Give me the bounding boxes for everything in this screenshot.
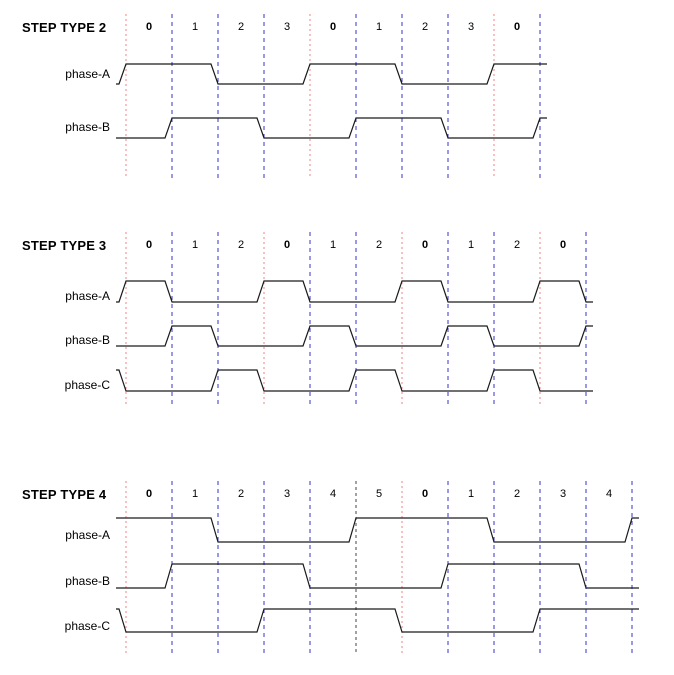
signal-label: phase-B bbox=[65, 574, 110, 588]
waveform-phase-C bbox=[116, 369, 593, 392]
waveform-phase-B bbox=[116, 563, 639, 589]
signal-label: phase-B bbox=[65, 120, 110, 134]
column-index-label: 2 bbox=[237, 21, 245, 33]
signal-label: phase-A bbox=[65, 67, 110, 81]
column-index-label: 0 bbox=[559, 239, 567, 251]
waveform-phase-A bbox=[116, 517, 639, 543]
column-index-label: 0 bbox=[421, 239, 429, 251]
column-index-label: 0 bbox=[513, 21, 521, 33]
column-index-label: 1 bbox=[467, 239, 475, 251]
signal-label: phase-B bbox=[65, 333, 110, 347]
column-index-label: 1 bbox=[329, 239, 337, 251]
column-index-label: 3 bbox=[283, 488, 291, 500]
waveform-phase-A bbox=[116, 63, 547, 85]
column-index-label: 0 bbox=[329, 21, 337, 33]
column-index-label: 0 bbox=[145, 21, 153, 33]
waveform-phase-A bbox=[116, 280, 593, 303]
column-index-label: 3 bbox=[283, 21, 291, 33]
column-index-label: 1 bbox=[191, 239, 199, 251]
column-index-label: 2 bbox=[375, 239, 383, 251]
signal-label: phase-A bbox=[65, 528, 110, 542]
column-index-label: 2 bbox=[237, 239, 245, 251]
waveform-phase-B bbox=[116, 325, 593, 347]
column-index-label: 3 bbox=[467, 21, 475, 33]
waveform-phase-C bbox=[116, 608, 639, 633]
column-index-label: 1 bbox=[191, 488, 199, 500]
column-index-label: 5 bbox=[375, 488, 383, 500]
column-index-label: 2 bbox=[513, 239, 521, 251]
column-index-label: 4 bbox=[329, 488, 337, 500]
waveform-phase-B bbox=[116, 117, 547, 139]
column-index-label: 2 bbox=[421, 21, 429, 33]
column-index-label: 0 bbox=[421, 488, 429, 500]
column-index-label: 0 bbox=[145, 488, 153, 500]
column-index-label: 1 bbox=[375, 21, 383, 33]
signal-label: phase-C bbox=[64, 378, 110, 392]
column-index-label: 1 bbox=[191, 21, 199, 33]
column-index-label: 2 bbox=[513, 488, 521, 500]
diagram-title: STEP TYPE 2 bbox=[22, 20, 107, 35]
diagram-title: STEP TYPE 3 bbox=[22, 238, 107, 253]
column-index-label: 1 bbox=[467, 488, 475, 500]
column-index-label: 3 bbox=[559, 488, 567, 500]
column-index-label: 0 bbox=[145, 239, 153, 251]
signal-label: phase-A bbox=[65, 289, 110, 303]
signal-label: phase-C bbox=[64, 619, 110, 633]
column-index-label: 4 bbox=[605, 488, 613, 500]
column-index-label: 2 bbox=[237, 488, 245, 500]
column-index-label: 0 bbox=[283, 239, 291, 251]
diagram-title: STEP TYPE 4 bbox=[22, 487, 107, 502]
